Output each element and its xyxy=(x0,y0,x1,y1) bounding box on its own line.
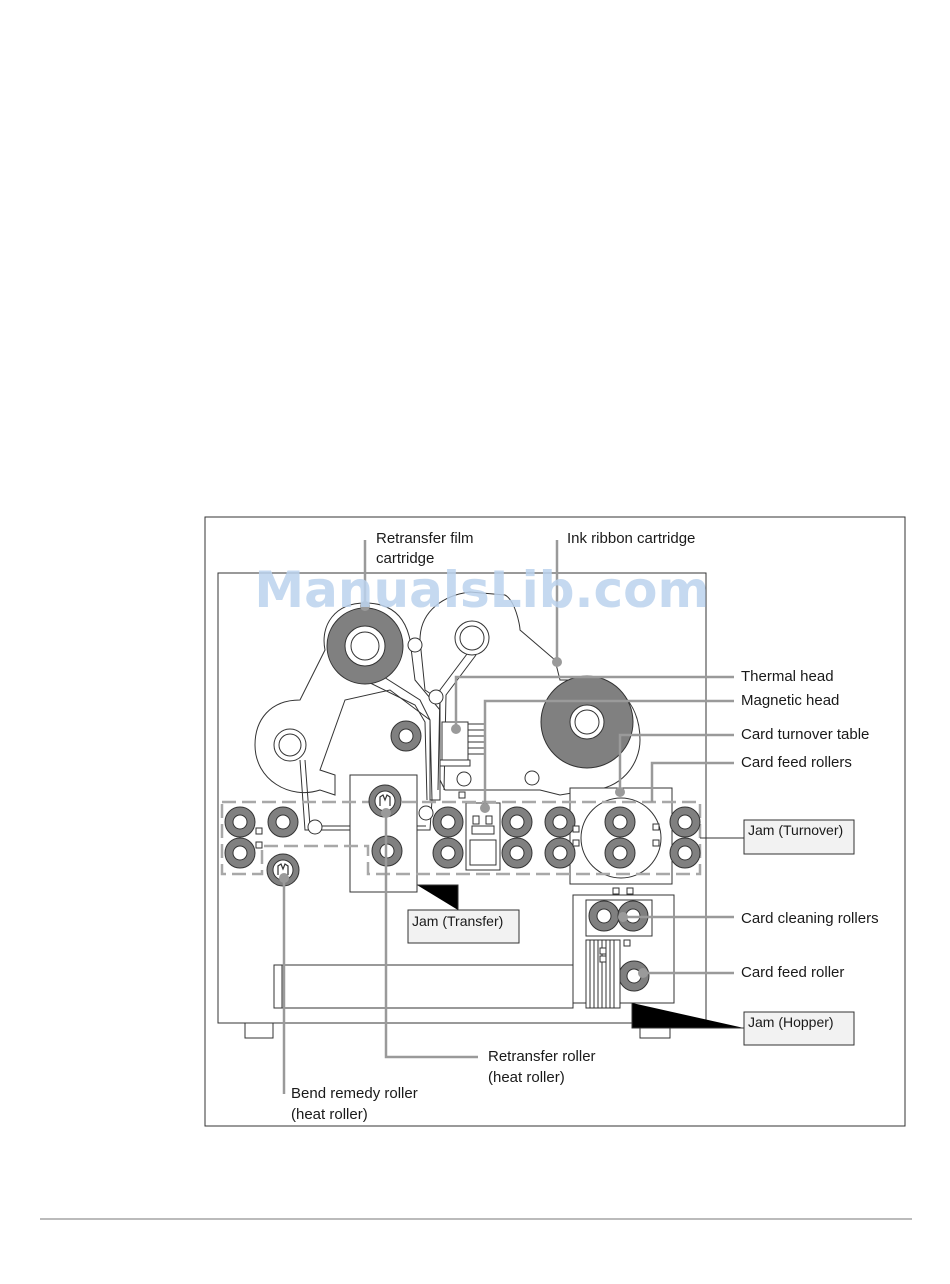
jam-hopper-label: Jam (Hopper) xyxy=(748,1014,834,1030)
label-card-feed-roller: Card feed roller xyxy=(741,964,844,981)
sensor xyxy=(459,792,465,798)
leader-dot xyxy=(381,808,391,818)
label-card-feed-rollers: Card feed rollers xyxy=(741,754,852,771)
label-retransfer-film-line1: Retransfer film xyxy=(376,530,474,547)
turnover-roller xyxy=(605,838,635,868)
jam-turnover-label: Jam (Turnover) xyxy=(748,822,843,838)
label-thermal-head: Thermal head xyxy=(741,668,834,685)
label-retransfer-roller-line1: Retransfer roller xyxy=(488,1048,596,1065)
retransfer-film-spool xyxy=(327,608,403,684)
film-takeup-spool xyxy=(274,729,306,761)
sensor xyxy=(600,956,606,962)
idler-roller xyxy=(408,638,422,652)
leader-jam-hopper xyxy=(632,1003,744,1028)
feed-roller xyxy=(225,838,255,868)
idler-roller xyxy=(419,806,433,820)
thermal-head-unit xyxy=(440,722,485,766)
leader-dot xyxy=(451,724,461,734)
feed-roller xyxy=(268,807,298,837)
cleaning-roller xyxy=(589,901,619,931)
sensor xyxy=(653,824,659,830)
leader-dot xyxy=(615,787,625,797)
feed-roller xyxy=(433,838,463,868)
feed-roller xyxy=(670,807,700,837)
idler-roller xyxy=(525,771,539,785)
feed-roller xyxy=(502,838,532,868)
feed-roller xyxy=(670,838,700,868)
watermark-text: ManualsLib.com xyxy=(254,561,709,619)
ribbon-path xyxy=(438,650,470,790)
feed-roller xyxy=(502,807,532,837)
sensor xyxy=(256,842,262,848)
sensor xyxy=(613,888,619,894)
label-magnetic-head: Magnetic head xyxy=(741,692,839,709)
sensor xyxy=(624,940,630,946)
leader-jam-transfer xyxy=(417,885,458,910)
leader-dot xyxy=(480,803,490,813)
idler-roller xyxy=(457,772,471,786)
idler-roller xyxy=(429,690,443,704)
sensor xyxy=(627,888,633,894)
jam-hopper-box: Jam (Hopper) xyxy=(744,1012,854,1045)
turnover-roller xyxy=(605,807,635,837)
magnetic-head-unit xyxy=(466,803,500,870)
guide-roller xyxy=(391,721,421,751)
jam-turnover-box: Jam (Turnover) xyxy=(744,820,854,854)
label-card-cleaning-rollers: Card cleaning rollers xyxy=(741,910,879,927)
leader-dot xyxy=(279,873,289,883)
feed-roller xyxy=(545,838,575,868)
sensor xyxy=(256,828,262,834)
leader-dot xyxy=(638,968,648,978)
jam-transfer-label: Jam (Transfer) xyxy=(412,913,503,929)
label-retransfer-roller-line2: (heat roller) xyxy=(488,1069,565,1086)
reject-tray xyxy=(274,965,573,1008)
sensor xyxy=(653,840,659,846)
leader-dot xyxy=(618,912,628,922)
ink-ribbon-takeup-spool xyxy=(455,621,489,655)
label-ink-ribbon-cartridge: Ink ribbon cartridge xyxy=(567,530,695,547)
feed-roller xyxy=(433,807,463,837)
printer-foot-left xyxy=(245,1023,273,1038)
feed-roller xyxy=(545,807,575,837)
sensor xyxy=(573,840,579,846)
idler-roller xyxy=(308,820,322,834)
sensor xyxy=(573,826,579,832)
sensor xyxy=(600,948,606,954)
label-bend-remedy-line1: Bend remedy roller xyxy=(291,1085,418,1102)
leader-dot xyxy=(552,657,562,667)
feed-roller xyxy=(225,807,255,837)
label-bend-remedy-line2: (heat roller) xyxy=(291,1106,368,1123)
label-card-turnover-table: Card turnover table xyxy=(741,726,869,743)
jam-transfer-box: Jam (Transfer) xyxy=(408,910,519,943)
